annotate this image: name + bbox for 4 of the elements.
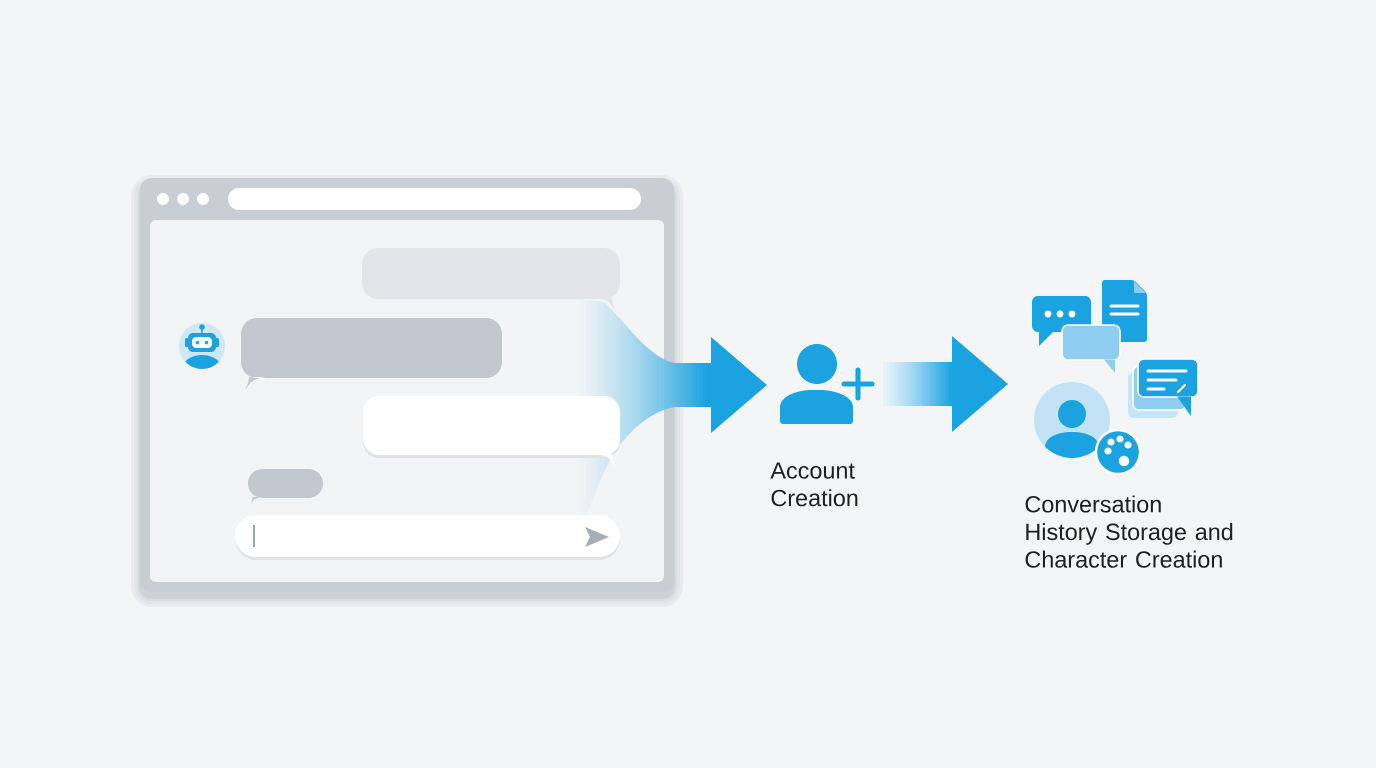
- arrow: [674, 337, 767, 433]
- node-label: Conversation History Storage and Character Creation: [1025, 495, 1233, 568]
- node-label: Account Creation: [770, 462, 858, 507]
- arrow: [883, 336, 1008, 432]
